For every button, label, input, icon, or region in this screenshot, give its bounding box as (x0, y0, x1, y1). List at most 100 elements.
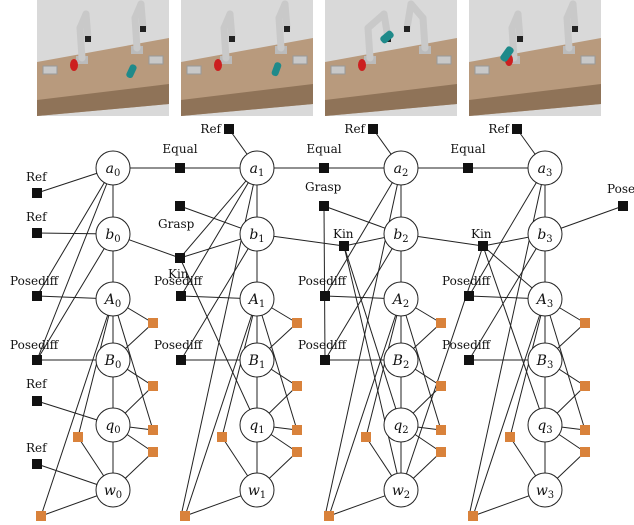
posediff-factor-B0 (32, 355, 42, 365)
orange-factor-3-0 (148, 425, 158, 435)
posediff-label-B1: Posediff (154, 338, 204, 352)
orange-factor-2-3 (580, 381, 590, 391)
node-label-w0: w0 (104, 483, 122, 501)
node-B0 (95, 342, 131, 378)
equal-factor-1 (319, 163, 329, 173)
ref-factor-b0 (32, 228, 42, 238)
node-w2 (383, 472, 419, 508)
node-label-b1: b1 (249, 227, 264, 245)
grasp-label-2: Grasp (305, 180, 342, 194)
node-A1 (239, 281, 275, 317)
ref-factor-w0 (32, 459, 42, 469)
posediff-factor-A3 (464, 291, 474, 301)
orange-factor-5-1 (217, 432, 227, 442)
node-label-w2: w2 (392, 483, 410, 501)
ref-factor-a3 (512, 124, 522, 134)
node-B3 (527, 342, 563, 378)
node-A3 (527, 281, 563, 317)
orange-factor-6-3 (468, 511, 478, 521)
node-q0 (95, 407, 131, 443)
node-label-B2: B2 (392, 353, 410, 371)
orange-factor-3-1 (292, 425, 302, 435)
grasp-label-1: Grasp (158, 217, 195, 231)
equal-label-2: Equal (450, 142, 485, 156)
frame-0 (37, 0, 169, 116)
graph-factors (32, 124, 628, 521)
ref-label-a2: Ref (344, 122, 366, 136)
node-label-q3: q3 (537, 418, 552, 436)
posediff-label-B2: Posediff (298, 338, 348, 352)
node-label-q1: q1 (249, 418, 264, 436)
node-label-b0: b0 (105, 227, 120, 245)
orange-factor-5-3 (505, 432, 515, 442)
node-a3 (527, 150, 563, 186)
orange-factor-4-0 (148, 447, 158, 457)
posediff-label-A2: Posediff (298, 274, 348, 288)
orange-factor-6-1 (180, 511, 190, 521)
orange-factor-2-1 (292, 381, 302, 391)
node-b1 (239, 216, 275, 252)
posediff-factor-B2 (320, 355, 330, 365)
pose-label-3: Pose (607, 182, 634, 196)
orange-factor-4-2 (436, 447, 446, 457)
node-w1 (239, 472, 275, 508)
posediff-factor-A0 (32, 291, 42, 301)
orange-factor-5-0 (73, 432, 83, 442)
ref-label-q0: Ref (26, 377, 48, 391)
kin-factor-1 (175, 253, 185, 263)
orange-factor-2-0 (148, 381, 158, 391)
orange-factor-3-2 (436, 425, 446, 435)
equal-label-0: Equal (162, 142, 197, 156)
frame-2 (325, 0, 457, 116)
orange-factor-6-2 (324, 511, 334, 521)
node-b3 (527, 216, 563, 252)
frame-1 (181, 0, 313, 116)
orange-factor-6-0 (36, 511, 46, 521)
node-label-B0: B0 (104, 353, 122, 371)
node-label-q0: q0 (105, 418, 120, 436)
node-label-a0: a0 (106, 161, 121, 179)
posediff-label-A3: Posediff (442, 274, 492, 288)
node-q3 (527, 407, 563, 443)
ref-label-a1: Ref (200, 122, 222, 136)
node-w0 (95, 472, 131, 508)
ref-label-a3: Ref (488, 122, 510, 136)
kin-factor-3 (478, 241, 488, 251)
node-a2 (383, 150, 419, 186)
node-label-A1: A1 (247, 292, 266, 310)
node-label-a1: a1 (250, 161, 265, 179)
equal-factor-0 (175, 163, 185, 173)
grasp-factor-2 (319, 201, 329, 211)
posediff-factor-B3 (464, 355, 474, 365)
posediff-factor-B1 (176, 355, 186, 365)
orange-factor-3-3 (580, 425, 590, 435)
kin-factor-2 (339, 241, 349, 251)
node-label-w3: w3 (536, 483, 554, 501)
ref-label-a0: Ref (26, 170, 48, 184)
node-q1 (239, 407, 275, 443)
ref-factor-a1 (224, 124, 234, 134)
kin-label-3: Kin (471, 227, 492, 241)
orange-factor-5-2 (361, 432, 371, 442)
node-label-B3: B3 (536, 353, 554, 371)
node-q2 (383, 407, 419, 443)
ref-factor-a2 (368, 124, 378, 134)
orange-factor-2-2 (436, 381, 446, 391)
node-w3 (527, 472, 563, 508)
pose-factor-3 (618, 201, 628, 211)
orange-factor-1-2 (436, 318, 446, 328)
posediff-factor-A1 (176, 291, 186, 301)
grasp-factor-1 (175, 201, 185, 211)
node-A0 (95, 281, 131, 317)
node-a1 (239, 150, 275, 186)
node-label-A3: A3 (535, 292, 554, 310)
posediff-label-B0: Posediff (10, 338, 60, 352)
node-a0 (95, 150, 131, 186)
posediff-factor-A2 (320, 291, 330, 301)
ref-label-w0: Ref (26, 441, 48, 455)
node-label-w1: w1 (248, 483, 266, 501)
orange-factor-4-1 (292, 447, 302, 457)
node-b2 (383, 216, 419, 252)
ref-label-b0: Ref (26, 210, 48, 224)
